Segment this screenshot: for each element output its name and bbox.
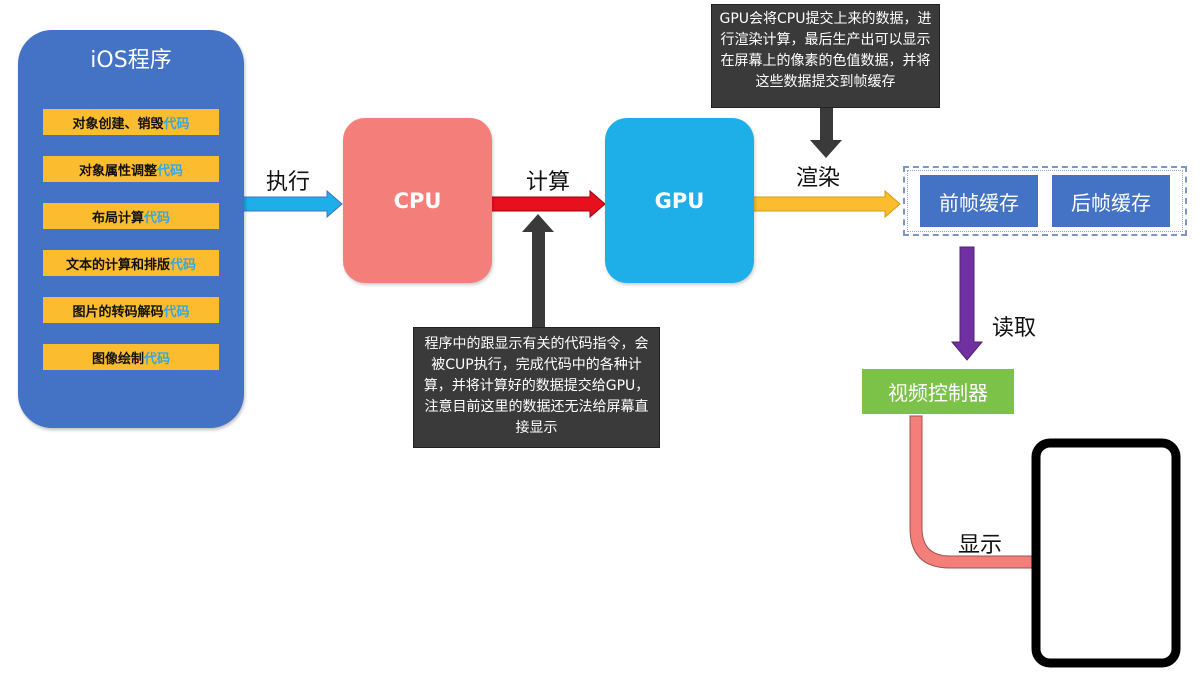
gpu-note-pointer (810, 108, 842, 158)
cpu-box: CPU (343, 118, 492, 283)
cpu-note: 程序中的跟显示有关的代码指令，会被CUP执行，完成代码中的各种计算，并将计算好的… (413, 327, 660, 448)
screen-device-icon (1031, 438, 1181, 668)
code-item-text-layout: 文本的计算和排版代码 (43, 250, 219, 276)
render-label: 渲染 (796, 166, 841, 191)
code-item-text: 文本的计算和排版 (65, 257, 170, 273)
code-item-suffix: 代码 (163, 304, 190, 320)
code-item-image-decode: 图片的转码解码代码 (43, 297, 219, 323)
execute-arrow (227, 189, 343, 219)
cpu-note-pointer (522, 214, 554, 328)
ios-app-title: iOS程序 (90, 48, 172, 73)
frame-buffer-inner (907, 170, 1183, 232)
code-item-text: 图片的转码解码 (72, 304, 164, 320)
code-item-property-adjust: 对象属性调整代码 (43, 156, 219, 182)
video-controller: 视频控制器 (862, 369, 1014, 414)
front-frame-buffer: 前帧缓存 (920, 175, 1038, 227)
back-frame-buffer: 后帧缓存 (1052, 175, 1170, 227)
code-item-image-draw: 图像绘制代码 (43, 344, 219, 370)
code-item-text: 对象创建、销毁 (72, 116, 164, 132)
code-item-suffix: 代码 (157, 163, 184, 179)
read-label: 读取 (992, 316, 1037, 341)
display-label: 显示 (958, 533, 1003, 558)
code-item-text: 对象属性调整 (78, 163, 157, 179)
gpu-box: GPU (605, 118, 754, 283)
code-item-suffix: 代码 (170, 257, 197, 273)
code-item-suffix: 代码 (144, 351, 171, 367)
code-item-suffix: 代码 (163, 116, 190, 132)
render-arrow (749, 189, 901, 219)
code-item-object-lifecycle: 对象创建、销毁代码 (43, 109, 219, 135)
read-arrow (950, 246, 984, 361)
code-item-suffix: 代码 (144, 210, 171, 226)
code-item-layout: 布局计算代码 (43, 203, 219, 229)
code-item-text: 图像绘制 (91, 351, 144, 367)
gpu-note: GPU会将CPU提交上来的数据，进行渲染计算，最后生产出可以显示在屏幕上的像素的… (711, 4, 940, 108)
compute-label: 计算 (526, 170, 571, 195)
code-item-text: 布局计算 (91, 210, 144, 226)
execute-label: 执行 (266, 170, 311, 195)
